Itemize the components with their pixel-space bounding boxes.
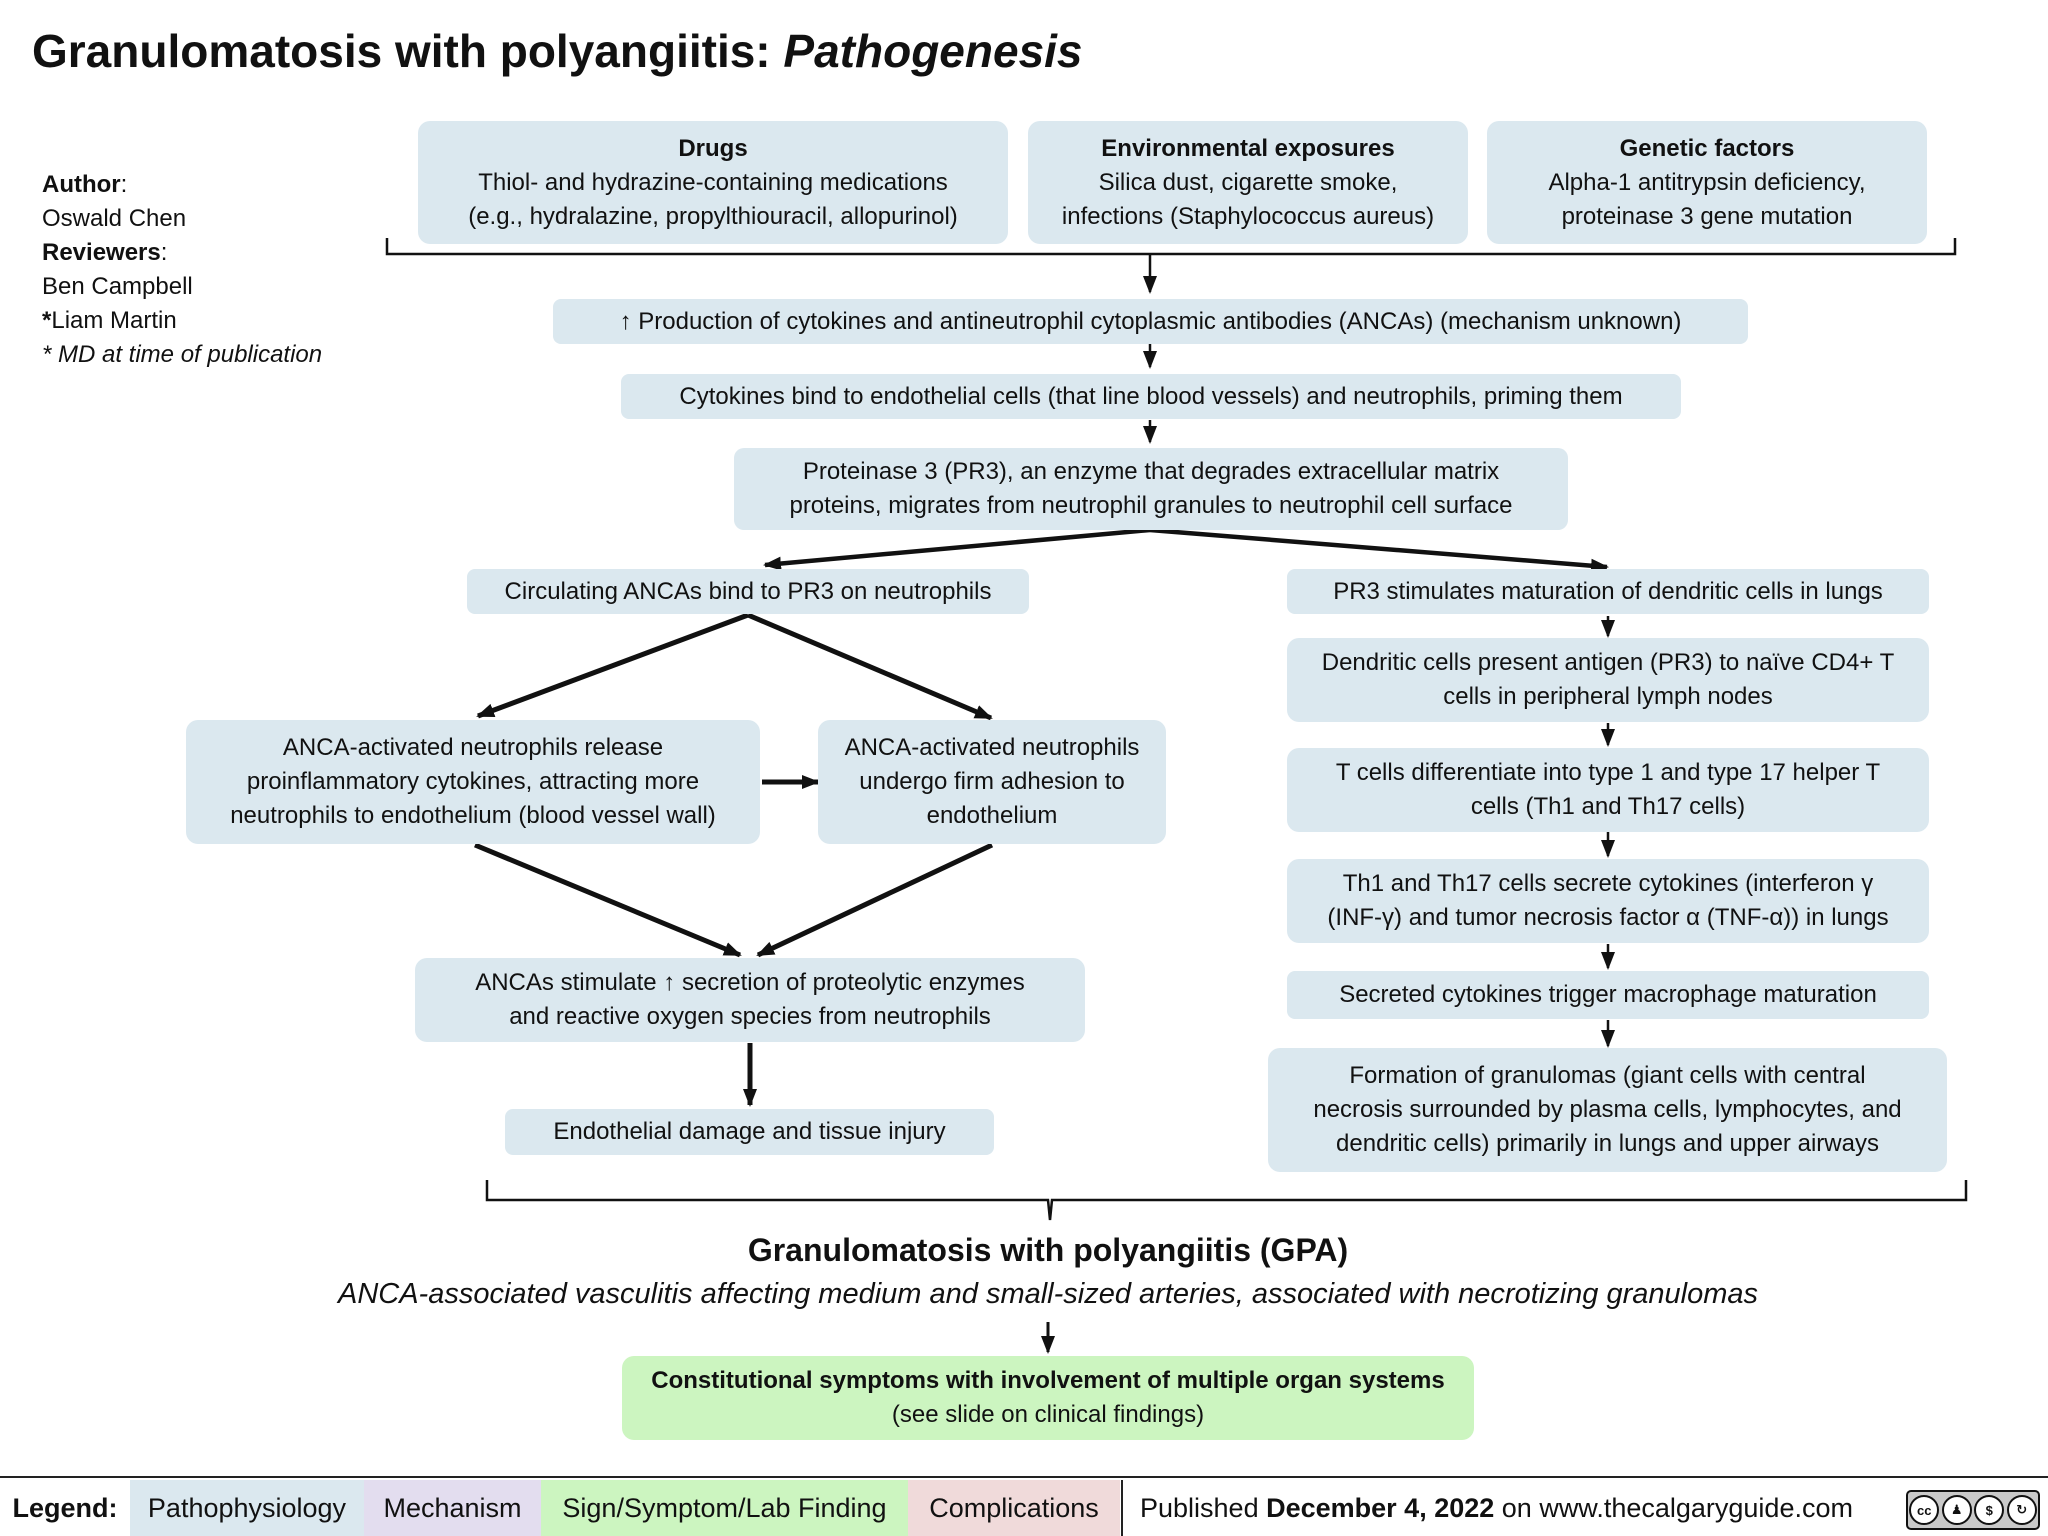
adhesion-box: ANCA-activated neutrophils undergo firm … bbox=[818, 720, 1166, 844]
published-date: December 4, 2022 bbox=[1266, 1492, 1495, 1523]
nc-icon: $ bbox=[1974, 1495, 2005, 1525]
author-block: Author: Oswald Chen Reviewers: Ben Campb… bbox=[42, 168, 322, 372]
release-box: ANCA-activated neutrophils release proin… bbox=[186, 720, 760, 844]
damage-text: Endothelial damage and tissue injury bbox=[553, 1118, 946, 1145]
arrow-release-to-stimulate bbox=[474, 842, 742, 958]
legend-mechanism: Mechanism bbox=[364, 1480, 541, 1536]
pr3-box: Proteinase 3 (PR3), an enzyme that degra… bbox=[734, 448, 1568, 530]
present-line-1: Dendritic cells present antigen (PR3) to… bbox=[1321, 649, 1895, 676]
genetic-box: Genetic factors Alpha-1 antitrypsin defi… bbox=[1487, 121, 1927, 244]
author-note: * MD at time of publication bbox=[42, 341, 323, 368]
adhesion-line-2: undergo firm adhesion to bbox=[859, 768, 1125, 795]
circulating-text: Circulating ANCAs bind to PR3 on neutrop… bbox=[504, 577, 992, 605]
outcome-bracket bbox=[485, 1180, 1968, 1221]
gpa-title: Granulomatosis with polyangiitis (GPA) bbox=[747, 1232, 1349, 1268]
author-name: Oswald Chen bbox=[42, 205, 187, 232]
legend-label: Legend: bbox=[12, 1492, 118, 1523]
tcells-box: T cells differentiate into type 1 and ty… bbox=[1287, 748, 1929, 832]
granuloma-line-2: necrosis surrounded by plasma cells, lym… bbox=[1313, 1096, 1902, 1123]
macrophage-text: Secreted cytokines trigger macrophage ma… bbox=[1339, 981, 1877, 1008]
macrophage-box: Secreted cytokines trigger macrophage ma… bbox=[1287, 971, 1929, 1019]
symptoms-box: Constitutional symptoms with involvement… bbox=[622, 1356, 1474, 1440]
sa-icon: ↻ bbox=[2006, 1495, 2037, 1525]
pr3-line-1: Proteinase 3 (PR3), an enzyme that degra… bbox=[802, 458, 1500, 485]
reviewer-1: Ben Campbell bbox=[42, 273, 193, 300]
present-line-2: cells in peripheral lymph nodes bbox=[1443, 683, 1773, 710]
cc-icon: cc bbox=[1909, 1495, 1940, 1525]
reviewer-2-star: * bbox=[42, 307, 52, 334]
footer-divider bbox=[0, 1476, 2048, 1478]
arrow-circulating-to-release bbox=[476, 612, 749, 719]
th-cytokines-box: Th1 and Th17 cells secrete cytokines (in… bbox=[1287, 859, 1929, 943]
published-prefix: Published bbox=[1140, 1492, 1259, 1523]
arrow-circulating-to-adhesion bbox=[747, 612, 993, 721]
by-icon: ♟ bbox=[1941, 1495, 1972, 1525]
stimulate-line-2: and reactive oxygen species from neutrop… bbox=[509, 1003, 991, 1030]
reviewer-2: Liam Martin bbox=[51, 307, 177, 334]
release-line-2: proinflammatory cytokines, attracting mo… bbox=[246, 768, 700, 795]
page-title: Granulomatosis with polyangiitis: Pathog… bbox=[32, 24, 1083, 78]
reviewers-line: Reviewers: bbox=[42, 239, 168, 266]
drugs-line-2: (e.g., hydralazine, propylthiouracil, al… bbox=[468, 202, 958, 230]
tcells-line-2: cells (Th1 and Th17 cells) bbox=[1470, 793, 1746, 820]
genetic-line-1: Alpha-1 antitrypsin deficiency, bbox=[1548, 168, 1866, 196]
release-line-1: ANCA-activated neutrophils release bbox=[282, 734, 664, 761]
environment-box: Environmental exposures Silica dust, cig… bbox=[1028, 121, 1468, 244]
gpa-subtitle: ANCA-associated vasculitis affecting med… bbox=[337, 1278, 1758, 1310]
present-box: Dendritic cells present antigen (PR3) to… bbox=[1287, 638, 1929, 722]
legend-pathophysiology: Pathophysiology bbox=[130, 1480, 364, 1536]
production-box: ↑ Production of cytokines and antineutro… bbox=[553, 299, 1748, 344]
title-main: Granulomatosis with polyangiitis: bbox=[32, 25, 771, 77]
dendritic-box: PR3 stimulates maturation of dendritic c… bbox=[1287, 569, 1929, 614]
stimulate-line-1: ANCAs stimulate ↑ secretion of proteolyt… bbox=[475, 969, 1025, 996]
published-line: Published December 4, 2022 on www.thecal… bbox=[1140, 1480, 1853, 1536]
footer-separator bbox=[1121, 1480, 1123, 1536]
symptoms-subtext: (see slide on clinical findings) bbox=[891, 1401, 1205, 1428]
genetic-heading: Genetic factors bbox=[1619, 134, 1795, 162]
circulating-box: Circulating ANCAs bind to PR3 on neutrop… bbox=[467, 569, 1029, 614]
causes-bracket bbox=[385, 238, 1957, 256]
damage-box: Endothelial damage and tissue injury bbox=[505, 1109, 994, 1155]
production-text: ↑ Production of cytokines and antineutro… bbox=[619, 307, 1682, 335]
environment-heading: Environmental exposures bbox=[1101, 134, 1395, 162]
release-line-3: neutrophils to endothelium (blood vessel… bbox=[230, 802, 716, 829]
reviewer-2-line: *Liam Martin bbox=[42, 304, 322, 338]
drugs-box: Drugs Thiol- and hydrazine-containing me… bbox=[418, 121, 1008, 244]
th-line-2: (INF-γ) and tumor necrosis factor α (TNF… bbox=[1327, 904, 1889, 931]
legend-sign-symptom: Sign/Symptom/Lab Finding bbox=[541, 1480, 908, 1536]
cc-license-badge[interactable]: cc ♟ $ ↻ bbox=[1906, 1490, 2040, 1530]
arrow-pr3-to-dendritic bbox=[1149, 527, 1609, 573]
reviewers-label: Reviewers bbox=[42, 239, 161, 266]
pr3-line-2: proteins, migrates from neutrophil granu… bbox=[789, 492, 1513, 519]
author-line: Author: bbox=[42, 171, 128, 198]
symptoms-heading: Constitutional symptoms with involvement… bbox=[651, 1367, 1445, 1394]
adhesion-line-1: ANCA-activated neutrophils bbox=[844, 734, 1140, 761]
environment-line-2: infections (Staphylococcus aureus) bbox=[1061, 202, 1435, 230]
cytokines-bind-text: Cytokines bind to endothelial cells (tha… bbox=[679, 382, 1623, 410]
drugs-heading: Drugs bbox=[678, 134, 748, 162]
genetic-line-2: proteinase 3 gene mutation bbox=[1561, 202, 1853, 230]
adhesion-line-3: endothelium bbox=[926, 802, 1058, 829]
granuloma-line-1: Formation of granulomas (giant cells wit… bbox=[1349, 1062, 1866, 1089]
drugs-line-1: Thiol- and hydrazine-containing medicati… bbox=[478, 168, 948, 196]
granuloma-box: Formation of granulomas (giant cells wit… bbox=[1268, 1048, 1947, 1172]
th-line-1: Th1 and Th17 cells secrete cytokines (in… bbox=[1342, 870, 1874, 897]
arrow-adhesion-to-stimulate bbox=[756, 842, 994, 958]
stimulate-box: ANCAs stimulate ↑ secretion of proteolyt… bbox=[415, 958, 1085, 1042]
legend-complications: Complications bbox=[908, 1480, 1120, 1536]
granuloma-line-3: dendritic cells) primarily in lungs and … bbox=[1336, 1130, 1879, 1157]
dendritic-text: PR3 stimulates maturation of dendritic c… bbox=[1333, 577, 1883, 605]
author-label: Author bbox=[42, 171, 121, 198]
environment-line-1: Silica dust, cigarette smoke, bbox=[1098, 168, 1398, 196]
tcells-line-1: T cells differentiate into type 1 and ty… bbox=[1335, 759, 1881, 786]
cytokines-bind-box: Cytokines bind to endothelial cells (tha… bbox=[621, 374, 1681, 419]
arrow-pr3-to-circulating bbox=[763, 527, 1151, 571]
published-suffix: on www.thecalgaryguide.com bbox=[1501, 1492, 1853, 1523]
title-italic: Pathogenesis bbox=[783, 25, 1083, 77]
